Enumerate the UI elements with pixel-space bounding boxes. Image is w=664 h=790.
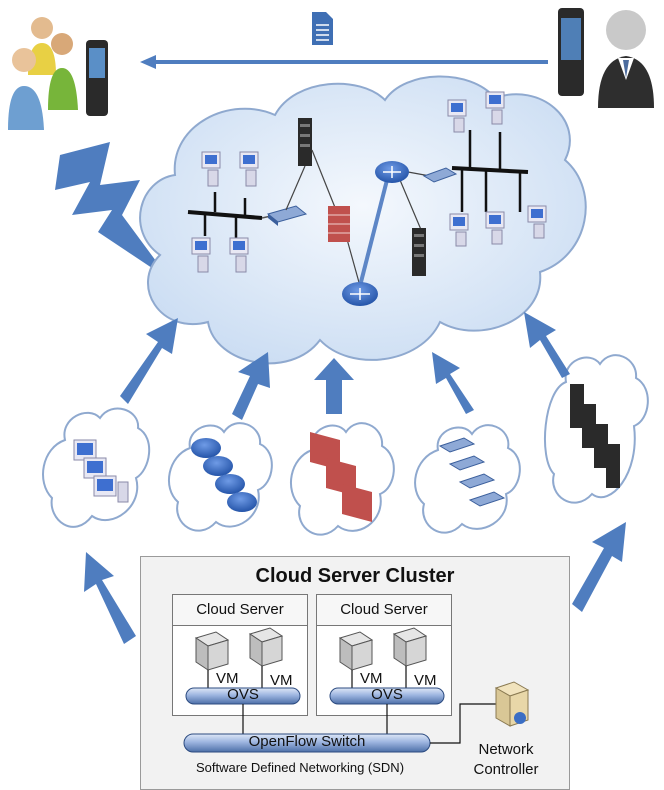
ovs-label: OVS (227, 686, 259, 703)
small-cloud-switches (414, 424, 521, 534)
ovs-label: OVS (371, 686, 403, 703)
vm-icon (392, 627, 428, 667)
network-controller-label: Network Controller (456, 740, 556, 780)
firewall-icon (310, 432, 372, 522)
vm-icon (248, 627, 284, 667)
controller-label-line1: Network (478, 741, 534, 758)
links (285, 149, 431, 287)
sdn-label: Software Defined Networking (SDN) (195, 760, 405, 775)
server-rack-icon (412, 228, 426, 276)
vm-label: VM (270, 672, 293, 689)
vm-icon (338, 631, 374, 671)
network-controller-icon (494, 681, 530, 727)
workstation-icon (191, 151, 259, 273)
server-rack-icon (570, 384, 620, 488)
firewall-icon (328, 206, 350, 242)
up-arrows (120, 312, 570, 420)
cloud-server-title: Cloud Server (317, 595, 451, 626)
businessman-icon (598, 10, 654, 108)
switch-icon (422, 167, 458, 183)
phone-icon (558, 8, 584, 96)
document-icon (312, 12, 333, 45)
cloud-lan-right (451, 130, 529, 212)
lightning-bolt (55, 142, 170, 280)
message-arrow (140, 55, 548, 69)
phone-icon (86, 40, 108, 116)
cluster-arrows (84, 522, 626, 644)
vm-label: VM (216, 670, 239, 687)
router-icon (191, 438, 257, 512)
vm-label: VM (414, 672, 437, 689)
cluster-title: Cloud Server Cluster (255, 565, 455, 587)
controller-label-line2: Controller (473, 761, 539, 778)
router-icon (342, 161, 409, 306)
workstation-icon (73, 439, 129, 503)
vm-label: VM (360, 670, 383, 687)
workstation-icon (447, 91, 547, 247)
vm-icon (194, 631, 230, 671)
users-group-icon (8, 17, 78, 130)
server-rack-icon (298, 118, 312, 166)
switch-icon (438, 437, 506, 507)
cloud-server-title: Cloud Server (173, 595, 307, 626)
openflow-switch-label: OpenFlow Switch (248, 733, 366, 750)
